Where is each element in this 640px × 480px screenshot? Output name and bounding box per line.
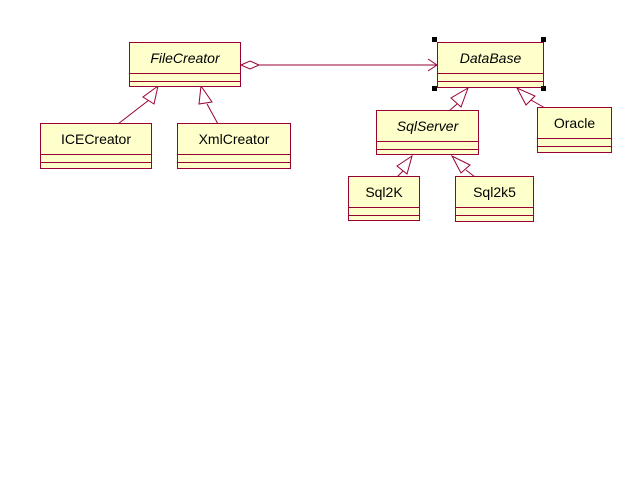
class-name: XmlCreator <box>198 131 270 147</box>
operations-compartment <box>438 81 543 82</box>
class-name: Sql2k5 <box>473 184 516 200</box>
selection-handle-bottom-left[interactable] <box>432 86 437 91</box>
aggregation-diamond-icon <box>239 60 261 70</box>
class-name: FileCreator <box>150 50 220 66</box>
selection-handle-top-right[interactable] <box>541 37 546 42</box>
operations-compartment <box>41 162 151 163</box>
generalization-oracle-to-database[interactable] <box>515 86 546 109</box>
operations-compartment <box>456 215 533 216</box>
class-database[interactable]: DataBase <box>437 42 544 88</box>
attributes-compartment <box>438 73 543 81</box>
class-name: Oracle <box>553 115 596 131</box>
class-xml-creator[interactable]: XmlCreator <box>177 123 291 169</box>
class-name: SqlServer <box>396 118 459 134</box>
operations-compartment <box>377 149 478 150</box>
class-sql2k5[interactable]: Sql2k5 <box>455 176 534 222</box>
attributes-compartment <box>456 207 533 215</box>
generalization-xml-to-filecreator[interactable] <box>198 84 219 125</box>
inheritance-arrowhead-icon <box>396 154 413 175</box>
generalization-sql2k-to-sqlserver[interactable] <box>396 154 413 178</box>
selection-handle-bottom-right[interactable] <box>541 86 546 91</box>
selection-handle-top-left[interactable] <box>432 37 437 42</box>
generalization-sql2k5-to-sqlserver[interactable] <box>450 154 476 178</box>
class-sql-server[interactable]: SqlServer <box>376 110 479 155</box>
attributes-compartment <box>178 154 290 162</box>
inheritance-arrowhead-icon <box>515 86 536 106</box>
attributes-compartment <box>377 141 478 149</box>
class-name: Sql2K <box>365 184 403 200</box>
aggregation-filecreator-to-database[interactable] <box>239 58 438 72</box>
class-oracle[interactable]: Oracle <box>537 107 612 153</box>
attributes-compartment <box>130 73 240 81</box>
attributes-compartment <box>538 138 611 146</box>
operations-compartment <box>349 215 419 216</box>
class-name: ICECreator <box>60 131 132 147</box>
class-sql2k[interactable]: Sql2K <box>348 176 420 221</box>
class-file-creator[interactable]: FileCreator <box>129 42 241 87</box>
class-name: DataBase <box>459 50 522 66</box>
generalization-sqlserver-to-database[interactable] <box>448 86 469 112</box>
operations-compartment <box>538 146 611 147</box>
inheritance-arrowhead-icon <box>142 84 159 105</box>
class-ice-creator[interactable]: ICECreator <box>40 123 152 169</box>
generalization-ice-to-filecreator[interactable] <box>117 84 159 125</box>
attributes-compartment <box>349 207 419 215</box>
inheritance-arrowhead-icon <box>450 154 471 174</box>
inheritance-arrowhead-icon <box>450 86 469 108</box>
operations-compartment <box>130 81 240 82</box>
attributes-compartment <box>41 154 151 162</box>
operations-compartment <box>178 162 290 163</box>
inheritance-arrowhead-icon <box>198 84 213 105</box>
